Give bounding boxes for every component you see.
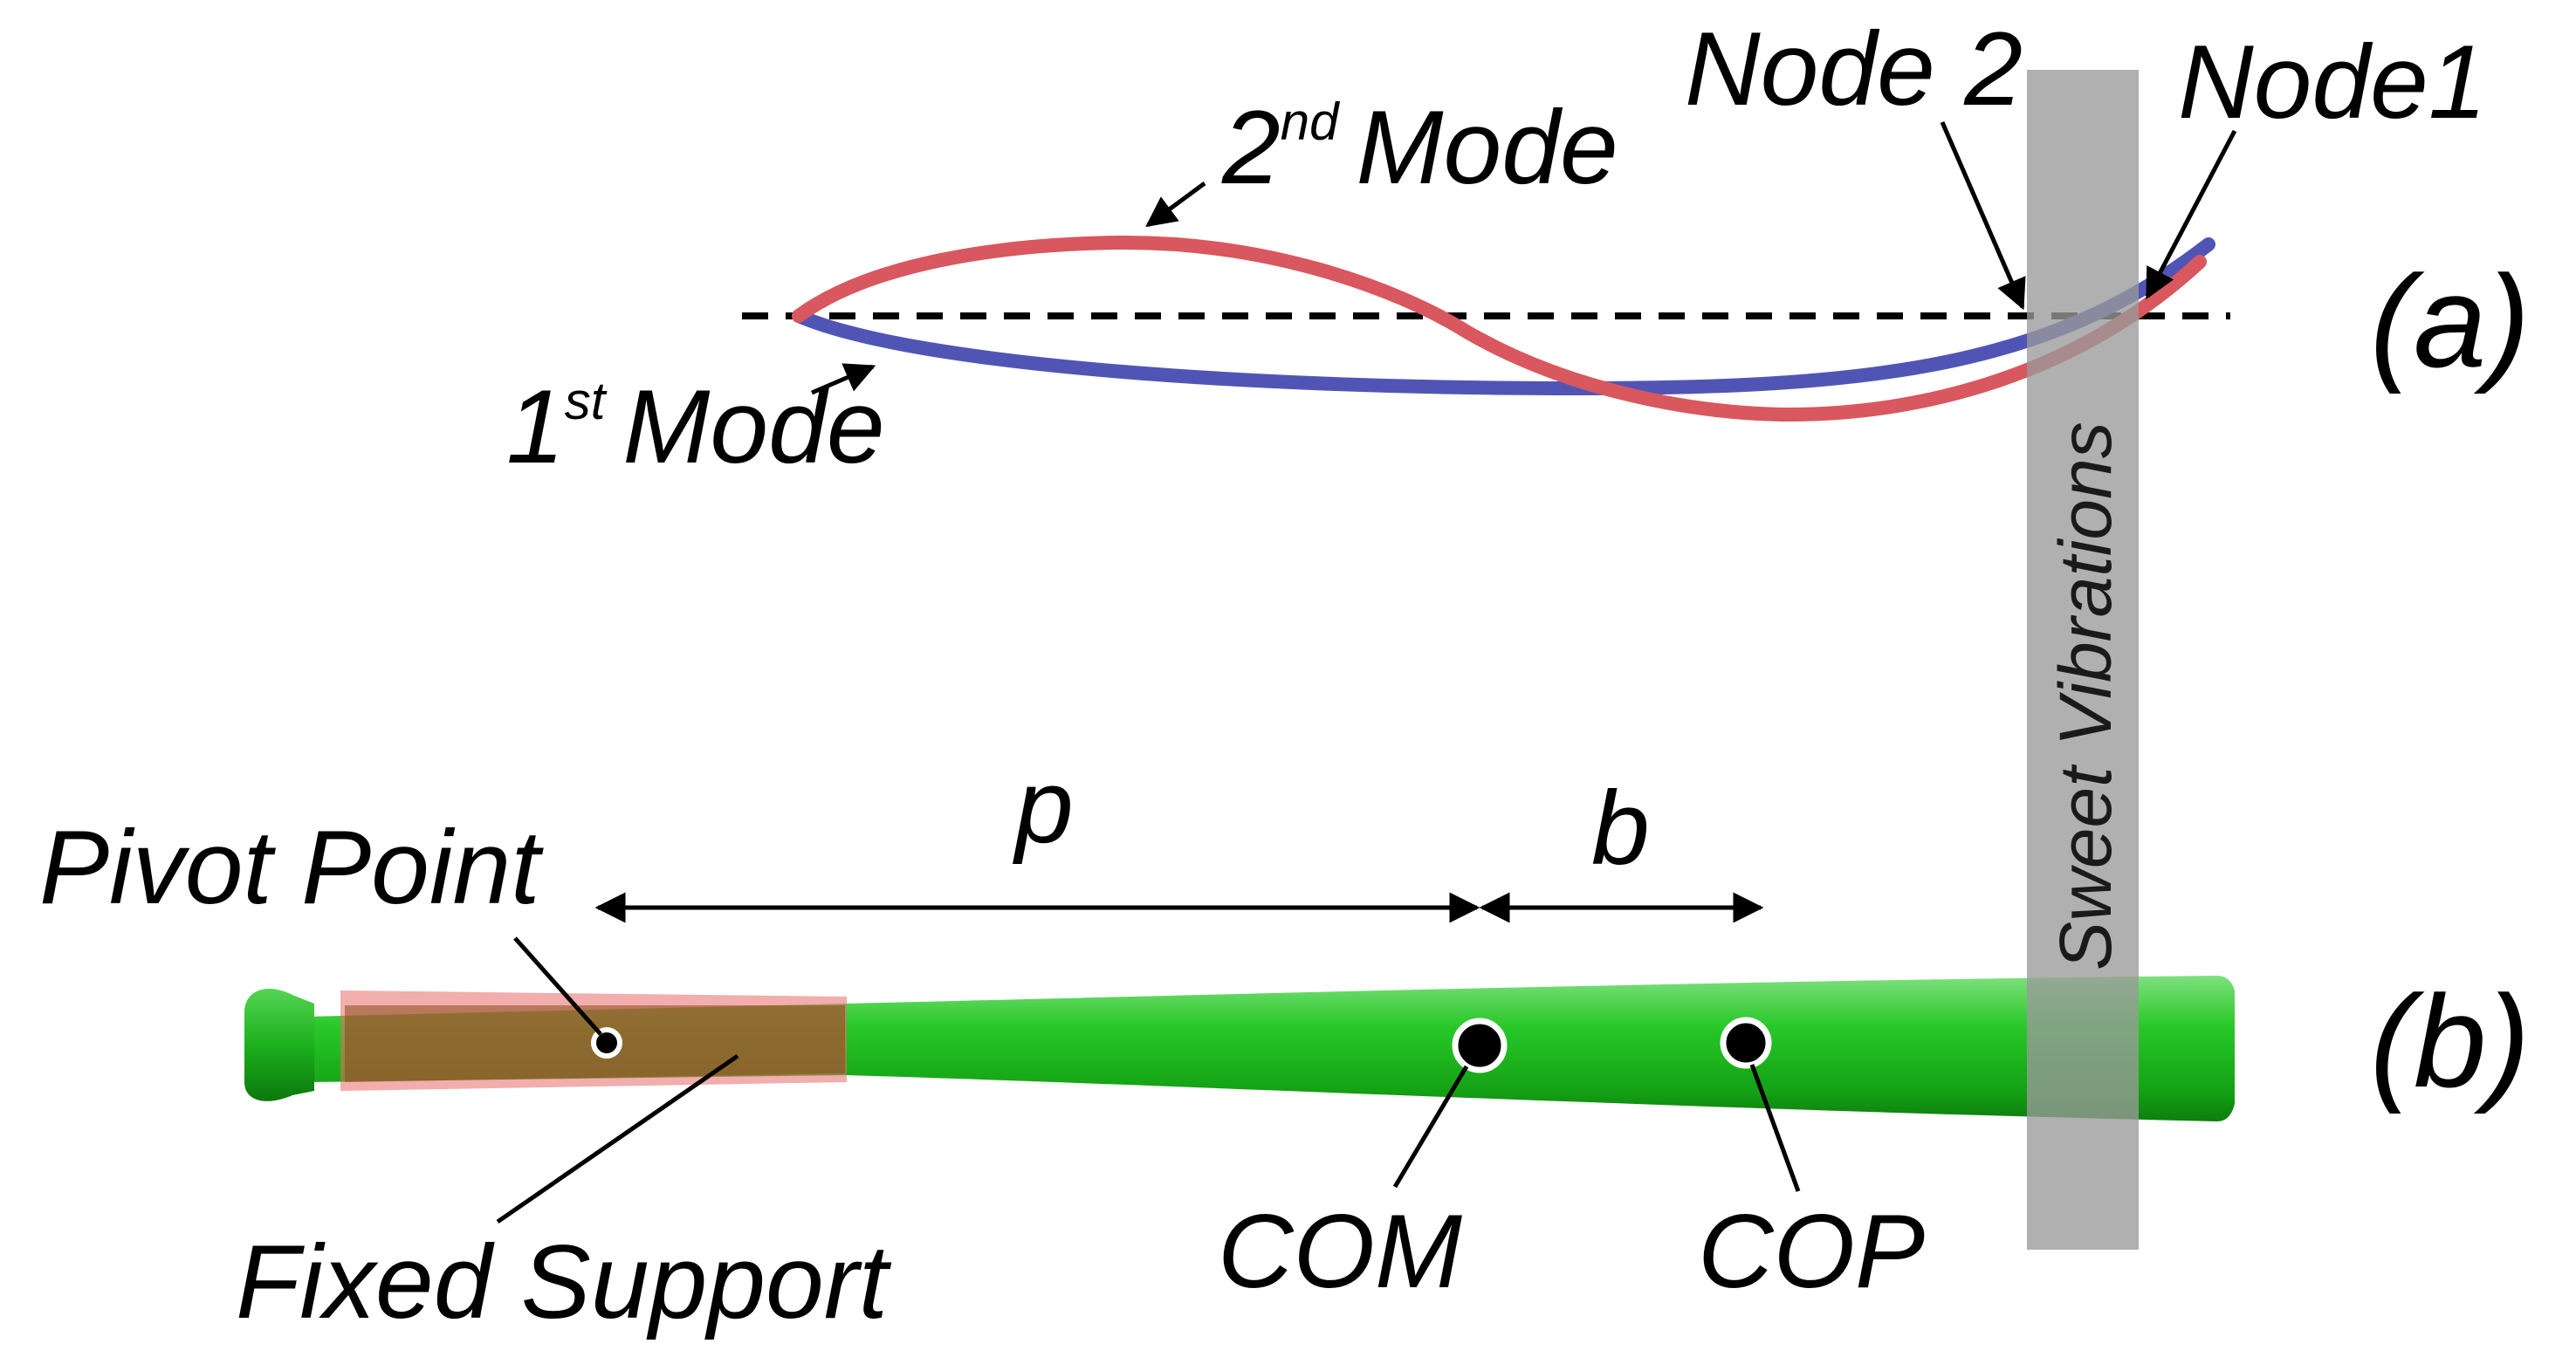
first-mode-word: Mode: [622, 368, 884, 485]
center-of-mass-marker: [1452, 1018, 1508, 1073]
center-of-percussion-marker: [1720, 1017, 1772, 1069]
center-of-mass-leader: [1392, 1065, 1469, 1189]
panel-b-label: (b): [2370, 968, 2530, 1114]
sweet-vibrations-band: Sweet Vibrations: [2027, 70, 2139, 1250]
node1-label: Node1: [2178, 24, 2487, 141]
center-of-percussion-label: COP: [1698, 1193, 1925, 1310]
second-mode-number: 2: [1221, 89, 1281, 206]
sweet-vibrations-bar: [2027, 70, 2139, 1250]
first-mode-arrow: [811, 363, 876, 395]
node2-arrow: [1940, 121, 2026, 311]
panel-a-label: (a): [2370, 248, 2530, 394]
bat-knob: [244, 988, 314, 1101]
sweet-vibrations-label: Sweet Vibrations: [2044, 422, 2126, 970]
node2-label: Node 2: [1685, 10, 2023, 127]
second-mode-word: Mode: [1357, 89, 1618, 206]
bat-panel: Pivot Point Fixed Support COM COP p b (b…: [39, 748, 2530, 1340]
center-of-percussion-leader: [1749, 1064, 1801, 1192]
second-mode-label: 2nd Mode: [1221, 89, 1618, 206]
pivot-point-label: Pivot Point: [39, 809, 544, 926]
first-mode-superscript: st: [565, 372, 608, 430]
pivot-point-marker: [591, 1027, 622, 1059]
p-dimension-label: p: [1013, 748, 1074, 865]
second-mode-arrow: [1145, 181, 1206, 228]
fixed-support-label: Fixed Support: [236, 1224, 892, 1340]
center-of-mass-label: COM: [1218, 1193, 1462, 1310]
second-mode-superscript: nd: [1281, 93, 1340, 151]
fixed-support-leader: [496, 1053, 739, 1224]
node1-arrow: [2145, 129, 2237, 300]
pivot-point-leader: [513, 936, 602, 1036]
b-dimension-label: b: [1591, 770, 1650, 887]
first-mode-number: 1: [506, 368, 565, 485]
second-mode-curve: [792, 235, 2207, 422]
